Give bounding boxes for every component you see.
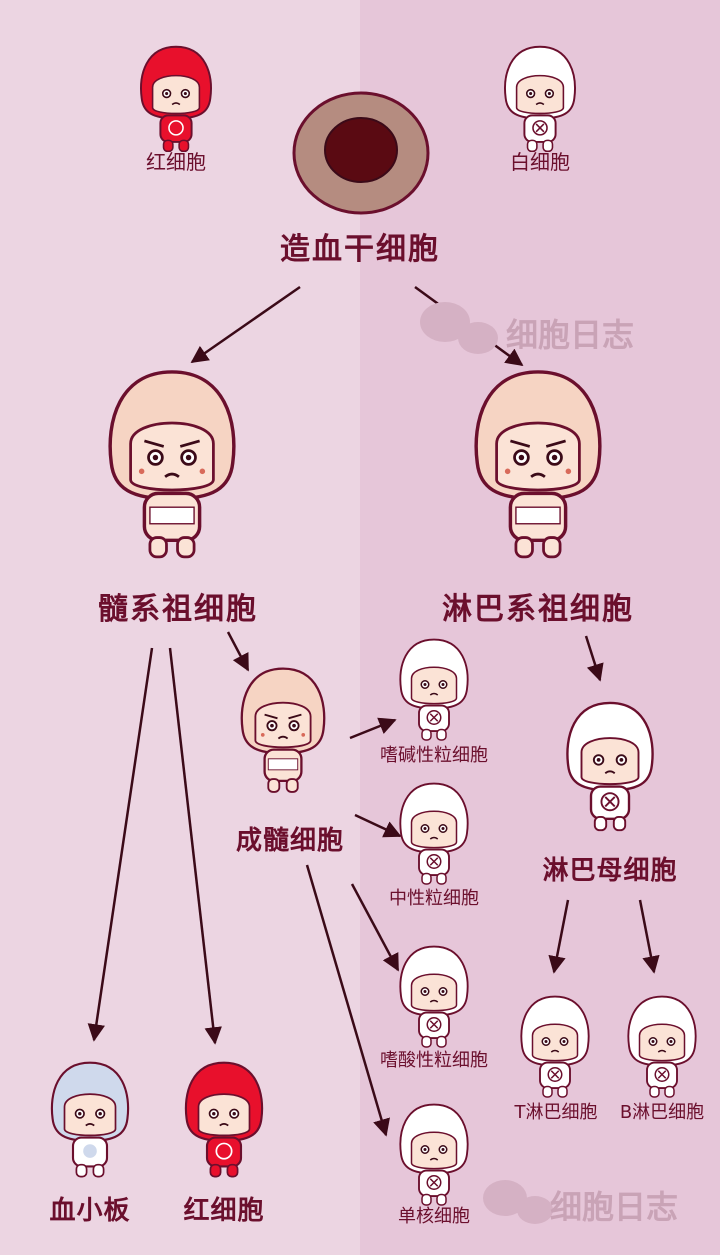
label-myeloblast: 成髓细胞 [235, 826, 345, 856]
stem-cell-icon [292, 91, 430, 215]
arrow-to-neutrophil [354, 813, 402, 838]
label-white-cell-top: 白细胞 [510, 150, 570, 174]
arrow-myeloid-to-platelet [87, 647, 154, 1042]
wechat-logo-icon-bottom [483, 1180, 553, 1224]
arrow-to-monocyte [305, 864, 390, 1137]
label-basophil: 嗜碱性粒细胞 [380, 745, 488, 766]
label-monocyte: 单核细胞 [398, 1206, 470, 1227]
watermark-top: 细胞日志 [506, 316, 635, 354]
arrow-to-basophil [349, 717, 397, 740]
label-lymphoblast: 淋巴母细胞 [542, 856, 678, 886]
arrow-lymphoid-to-lymphoblast [584, 635, 604, 682]
label-lymphoid-progenitor: 淋巴系祖细胞 [442, 592, 634, 627]
arrow-myeloid-to-myeloblast [226, 631, 250, 672]
left-panel [0, 0, 360, 1255]
arrow-stem-to-myeloid [190, 285, 301, 364]
label-t-cell: T淋巴细胞 [514, 1102, 598, 1123]
label-platelet: 血小板 [49, 1196, 131, 1226]
label-b-cell: B淋巴细胞 [619, 1102, 705, 1123]
arrow-myeloid-to-red-cell [168, 647, 222, 1045]
arrow-to-b-cell [638, 899, 660, 974]
label-eosinophil: 嗜酸性粒细胞 [380, 1050, 488, 1071]
label-stem-cell: 造血干细胞 [280, 232, 440, 267]
label-myeloid-progenitor: 髓系祖细胞 [98, 592, 258, 627]
watermark-bottom: 细胞日志 [550, 1188, 679, 1226]
wechat-logo-icon [420, 302, 498, 354]
label-red-cell-top: 红细胞 [146, 150, 206, 174]
label-red-cell-bottom: 红细胞 [183, 1196, 265, 1226]
arrow-to-t-cell [548, 899, 570, 974]
label-neutrophil: 中性粒细胞 [389, 888, 479, 909]
arrow-to-eosinophil [350, 883, 400, 972]
